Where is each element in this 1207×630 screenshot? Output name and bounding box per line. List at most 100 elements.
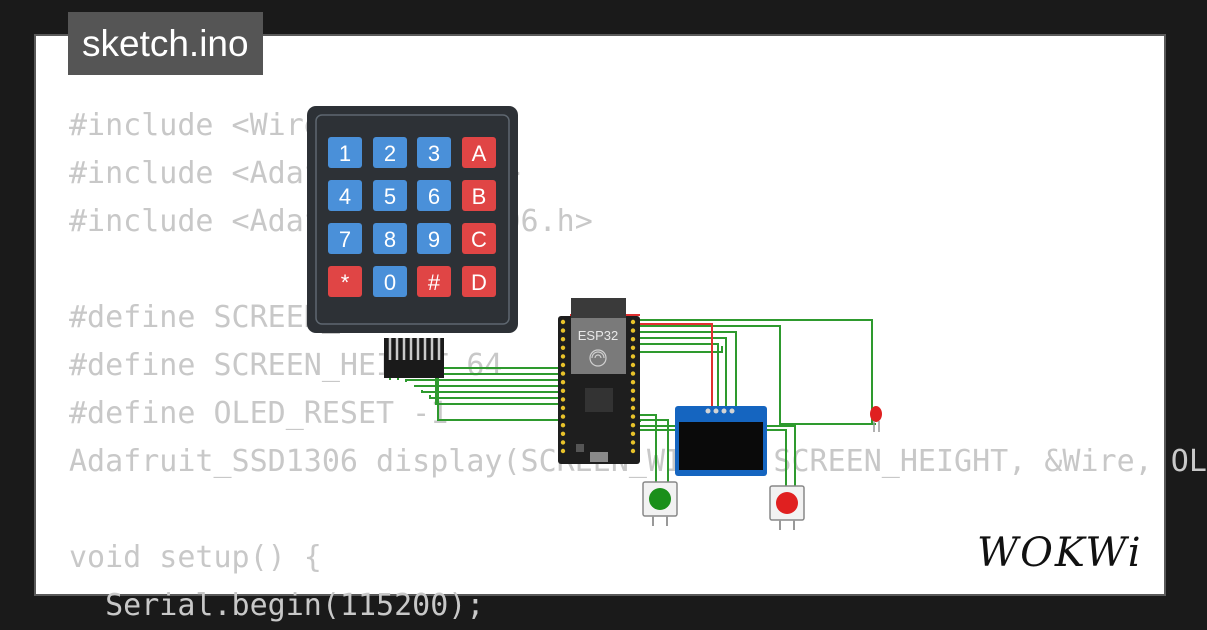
esp32-pin [560, 414, 566, 419]
keypad-key-0[interactable]: 0 [373, 266, 407, 297]
code-line: #define OLED_RESET -1 [69, 396, 449, 431]
key-cap[interactable] [417, 266, 451, 297]
wire [640, 419, 669, 490]
key-cap[interactable] [462, 223, 496, 254]
led-body [870, 406, 882, 422]
esp32-board[interactable]: ESP32 [558, 298, 640, 464]
esp32-pin [560, 337, 566, 342]
wire [640, 323, 713, 410]
key-cap[interactable] [417, 223, 451, 254]
key-cap[interactable] [373, 266, 407, 297]
esp32-pin [630, 319, 636, 325]
wire [435, 378, 560, 405]
esp32-antenna [571, 298, 626, 318]
code-card: #include <Wire.h>#include <Adafruit_GFX.… [34, 34, 1207, 623]
esp32-label: ESP32 [578, 328, 618, 343]
key-label: 2 [384, 141, 396, 166]
esp32-pin [560, 405, 566, 411]
esp32-pin [560, 371, 566, 376]
key-label: 0 [384, 270, 396, 295]
key-cap[interactable] [373, 180, 407, 211]
esp32-pin [560, 328, 566, 333]
wokwi-logo: WOKWi [977, 530, 1143, 576]
key-cap[interactable] [462, 137, 496, 168]
keypad-connector [384, 338, 444, 378]
key-cap[interactable] [462, 180, 496, 211]
keypad-key-D[interactable]: D [462, 266, 496, 297]
esp32-pin [630, 431, 636, 436]
keypad-key-6[interactable]: 6 [417, 180, 451, 211]
key-cap[interactable] [328, 223, 362, 254]
wire [640, 346, 723, 353]
key-cap[interactable] [328, 137, 362, 168]
key-cap[interactable] [373, 137, 407, 168]
keypad-key-7[interactable]: 7 [328, 223, 362, 254]
boot-button[interactable] [576, 444, 584, 452]
key-label: 3 [428, 141, 440, 166]
wire [405, 379, 560, 382]
wifi-icon [589, 349, 607, 367]
key-label: 7 [339, 227, 351, 252]
wire [640, 414, 657, 490]
push-button-red[interactable] [769, 485, 805, 530]
esp32-pin [630, 337, 636, 342]
button-cap[interactable] [776, 492, 798, 514]
keypad-key-C[interactable]: C [462, 223, 496, 254]
code-line: void setup() { [69, 540, 322, 575]
keypad-key-8[interactable]: 8 [373, 223, 407, 254]
esp32-pin [630, 354, 636, 359]
led[interactable] [870, 406, 882, 432]
file-title: sketch.ino [68, 12, 263, 75]
esp32-pin [630, 380, 636, 385]
esp32-pin [560, 388, 566, 393]
key-cap[interactable] [328, 180, 362, 211]
key-label: 6 [428, 184, 440, 209]
wire [640, 337, 727, 410]
esp32-pin [560, 319, 566, 325]
key-cap[interactable] [462, 266, 496, 297]
button-cap[interactable] [649, 488, 671, 510]
esp32-pin [560, 440, 566, 445]
keypad-key-4[interactable]: 4 [328, 180, 362, 211]
keypad-key-*[interactable]: * [328, 266, 362, 297]
esp32-pin [560, 397, 566, 402]
keypad-key-#[interactable]: # [417, 266, 451, 297]
wokwi-logo-text: WOKWi [977, 530, 1143, 576]
keypad-key-A[interactable]: A [462, 137, 496, 168]
key-label: 5 [384, 184, 396, 209]
esp32-pin [560, 380, 566, 385]
key-cap[interactable] [373, 223, 407, 254]
usb-port [590, 452, 608, 462]
key-cap[interactable] [417, 137, 451, 168]
esp32-pins [560, 319, 636, 454]
keypad-key-1[interactable]: 1 [328, 137, 362, 168]
push-button-green[interactable] [642, 481, 678, 526]
keypad-key-2[interactable]: 2 [373, 137, 407, 168]
connector-pins [388, 338, 441, 360]
key-cap[interactable] [328, 266, 362, 297]
key-label: C [471, 227, 487, 252]
key-label: * [341, 270, 350, 295]
keypad-key-B[interactable]: B [462, 180, 496, 211]
esp32-pin [630, 345, 636, 350]
esp32-pin [630, 423, 636, 428]
esp32-pin [560, 345, 566, 350]
code-editor: #include <Wire.h>#include <Adafruit_GFX.… [69, 102, 1207, 630]
wire [640, 343, 719, 410]
wire [640, 325, 876, 425]
keypad-key-5[interactable]: 5 [373, 180, 407, 211]
key-label: A [472, 141, 487, 166]
esp32-pin [560, 431, 566, 436]
esp32-pin [630, 362, 636, 368]
keypad-key-3[interactable]: 3 [417, 137, 451, 168]
esp32-pin [560, 423, 566, 428]
keypad-key-9[interactable]: 9 [417, 223, 451, 254]
wire [429, 395, 560, 399]
key-cap[interactable] [417, 180, 451, 211]
esp32-pin [630, 405, 636, 411]
esp32-pin [560, 362, 566, 368]
esp32-pin [560, 354, 566, 359]
